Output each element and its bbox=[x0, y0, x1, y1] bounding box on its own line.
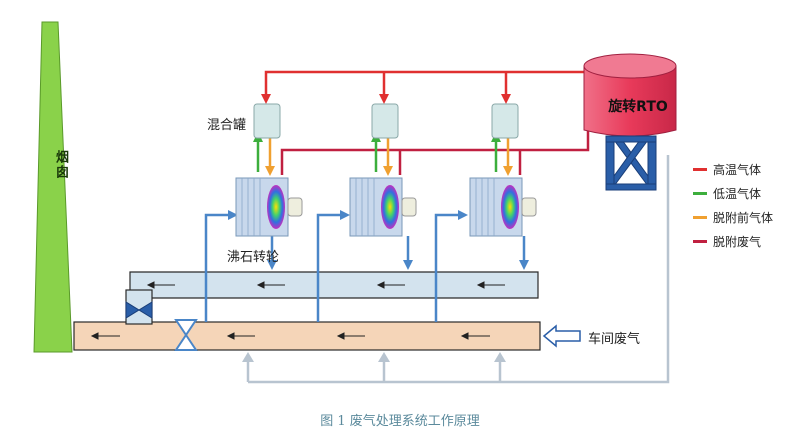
legend-item-high-temp: 高温气体 bbox=[693, 160, 761, 178]
gray-arrowheads bbox=[242, 352, 506, 362]
rto-label: 旋转RTO bbox=[608, 99, 668, 115]
legend-swatch bbox=[693, 191, 707, 195]
chimney bbox=[33, 21, 73, 353]
zeolite-wheel bbox=[469, 177, 537, 237]
red-arrowheads bbox=[261, 94, 511, 104]
legend-swatch bbox=[693, 239, 707, 243]
butterfly-valve-icon bbox=[125, 301, 153, 319]
legend-text: 低温气体 bbox=[713, 186, 762, 201]
legend-text: 脱附废气 bbox=[713, 234, 762, 249]
rto-support bbox=[605, 135, 657, 191]
figure-caption: 图 1 废气处理系统工作原理 bbox=[320, 414, 480, 429]
legend-swatch bbox=[693, 215, 707, 219]
green-low-temp-lines bbox=[256, 138, 498, 172]
mixing-tank bbox=[491, 103, 519, 139]
legend-item-desorption-exhaust: 脱附废气 bbox=[693, 232, 761, 250]
chimney-label: 烟囱 bbox=[53, 150, 68, 180]
legend-text: 高温气体 bbox=[713, 162, 762, 177]
blue-supply-lines bbox=[204, 213, 526, 322]
upper-duct bbox=[129, 271, 539, 309]
zeolite-wheel-label: 沸石转轮 bbox=[227, 250, 280, 265]
desorption-line bbox=[280, 120, 590, 175]
orange-arrowheads bbox=[265, 166, 513, 176]
mixing-tank bbox=[253, 103, 281, 139]
upper-duct-arrows bbox=[146, 281, 505, 289]
rto-unit bbox=[583, 53, 677, 191]
legend-item-pre-desorption: 脱附前气体 bbox=[693, 208, 773, 226]
red-high-temp-line bbox=[264, 70, 596, 96]
blue-arrowheads bbox=[228, 210, 529, 270]
legend-item-low-temp: 低温气体 bbox=[693, 184, 761, 202]
lower-duct-arrows bbox=[90, 332, 490, 340]
legend-swatch bbox=[693, 167, 707, 171]
butterfly-valve-icon bbox=[174, 319, 198, 351]
mixing-tank bbox=[371, 103, 399, 139]
orange-pre-desorption-lines bbox=[268, 138, 510, 170]
mixing-tank-label: 混合罐 bbox=[207, 118, 247, 133]
inlet-arrow-icon bbox=[542, 324, 581, 348]
workshop-exhaust-label: 车间废气 bbox=[588, 332, 641, 347]
legend-text: 脱附前气体 bbox=[713, 210, 774, 225]
zeolite-wheel bbox=[349, 177, 417, 237]
zeolite-wheel bbox=[235, 177, 303, 237]
